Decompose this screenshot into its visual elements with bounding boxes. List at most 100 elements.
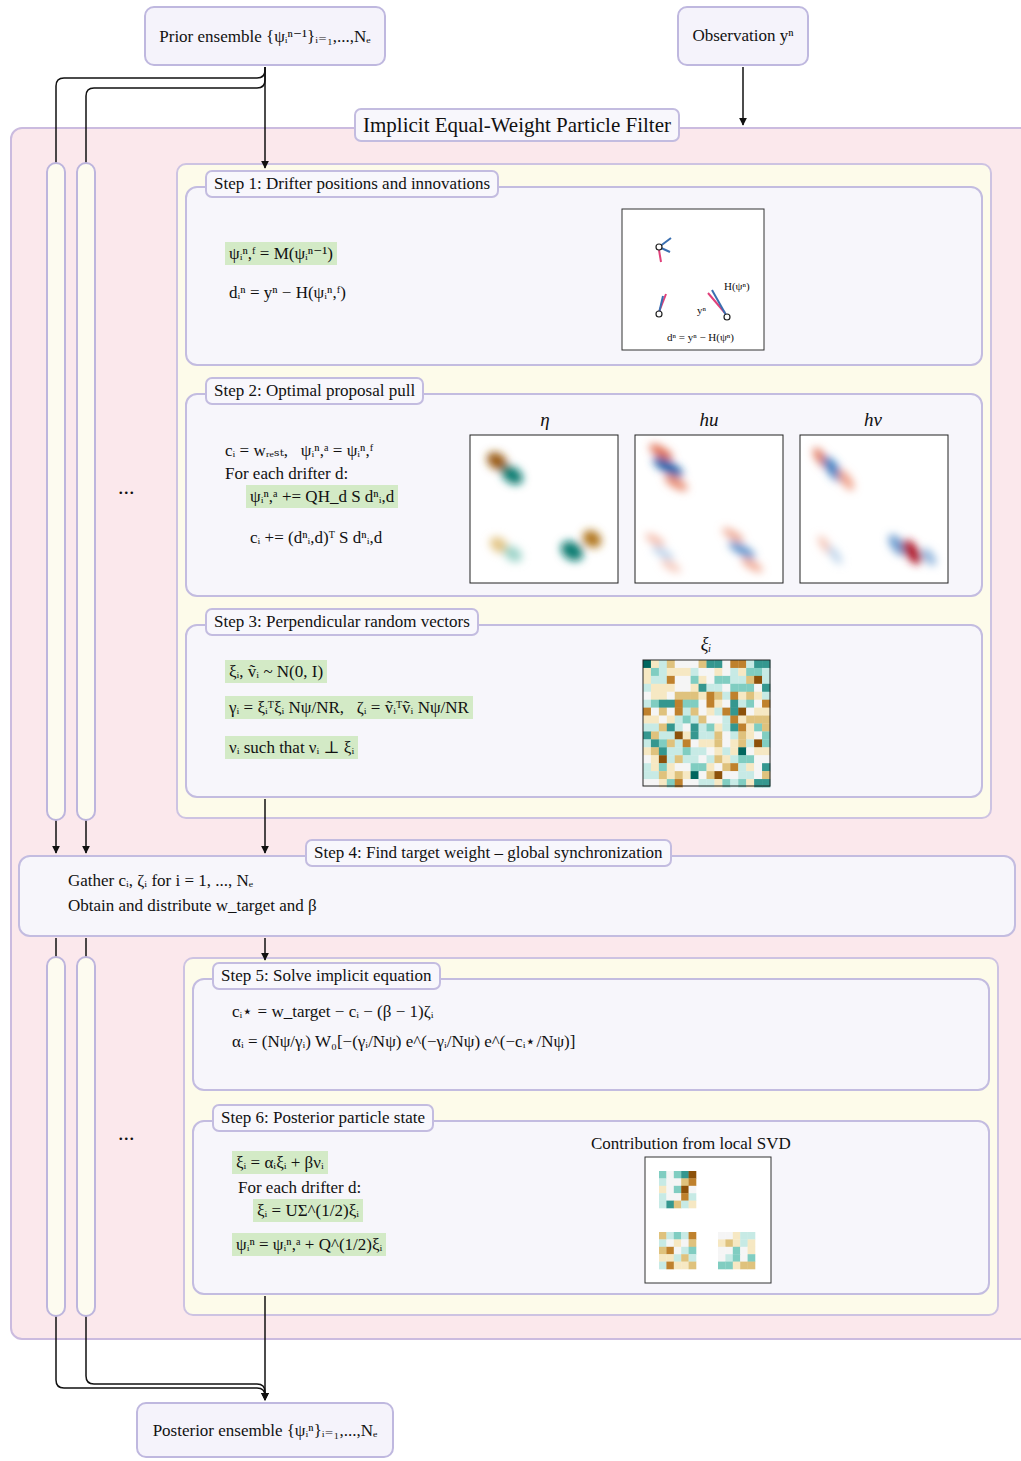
node-text: ψᵢⁿ,ᶠ = M(ψᵢⁿ⁻¹)	[225, 242, 337, 265]
field-cell	[725, 1239, 733, 1247]
field-cell	[659, 716, 667, 724]
field-cell	[643, 739, 651, 747]
field-cell	[738, 660, 746, 668]
field-cell	[714, 660, 722, 668]
field-cell	[651, 747, 659, 755]
field-cell	[659, 1232, 667, 1240]
field-cell	[651, 779, 659, 787]
panel-title: η	[540, 409, 549, 430]
field-cell	[699, 731, 707, 739]
text-slot: ψᵢⁿ = ψᵢⁿ,ᵃ + Q^(1/2)ξᵢ	[232, 1234, 386, 1255]
field-cell	[674, 1262, 682, 1270]
observation-dot	[724, 314, 730, 320]
field-blob	[651, 544, 676, 563]
field-cell	[691, 771, 699, 779]
field-cell	[725, 1232, 733, 1240]
field-cell	[746, 676, 754, 684]
field-cell	[699, 708, 707, 716]
node-text: ξᵢ = αᵢξᵢ + βνᵢ	[232, 1151, 328, 1174]
node-title: Step 4: Find target weight – global sync…	[314, 843, 663, 862]
field-cell	[714, 708, 722, 716]
field-cell	[681, 1201, 689, 1209]
field-cell	[683, 660, 691, 668]
field-cell	[746, 779, 754, 787]
hu-heatmap	[635, 435, 783, 583]
field-cell	[691, 692, 699, 700]
heading-tab: Step 4: Find target weight – global sync…	[305, 839, 672, 867]
field-blob	[498, 462, 527, 489]
field-cell	[748, 1262, 756, 1270]
eta-heatmap	[470, 435, 618, 583]
field-blob	[825, 544, 844, 567]
heatmap-frame	[470, 435, 618, 583]
field-cell	[738, 692, 746, 700]
field-cell	[659, 1262, 667, 1270]
field-cell	[667, 724, 675, 732]
field-cell	[754, 700, 762, 708]
field-cell	[722, 676, 730, 684]
field-cell	[683, 676, 691, 684]
step-box: Step 2: Optimal proposal pullcᵢ = wᵣₑₛₜ,…	[185, 393, 983, 597]
field-cell	[659, 771, 667, 779]
field-blob	[919, 546, 939, 568]
innovation-line	[708, 293, 725, 313]
field-cell	[691, 684, 699, 692]
field-cell	[651, 692, 659, 700]
field-cell	[667, 731, 675, 739]
grid-frame	[645, 1157, 771, 1283]
field-cell	[699, 771, 707, 779]
field-cell	[714, 676, 722, 684]
field-blob	[740, 556, 765, 575]
field-blob	[650, 453, 685, 480]
node-text: For each drifter d:	[238, 1178, 361, 1197]
field-cell	[754, 747, 762, 755]
field-cell	[643, 763, 651, 771]
field-cell	[691, 668, 699, 676]
field-cell	[718, 1239, 726, 1247]
field-cell	[707, 779, 715, 787]
field-cell	[643, 708, 651, 716]
ensemble-box: Posterior ensemble {ψᵢⁿ}ᵢ₌₁,...,Nₑ	[136, 1402, 394, 1458]
field-cell	[699, 739, 707, 747]
field-cell	[674, 1171, 682, 1179]
field-cell	[754, 708, 762, 716]
node-text: cᵢ += (dⁿᵢ,d)ᵀ S dⁿᵢ,d	[250, 528, 382, 547]
field-cell	[722, 668, 730, 676]
text-slot: ξᵢ = αᵢξᵢ + βνᵢ	[232, 1152, 328, 1173]
field-cell	[674, 1247, 682, 1255]
step-box: Step 1: Drifter positions and innovation…	[185, 186, 983, 366]
field-cell	[707, 660, 715, 668]
node-title: Implicit Equal-Weight Particle Filter	[363, 113, 671, 137]
field-cell	[738, 716, 746, 724]
field-cell	[707, 755, 715, 763]
step-box: Step 5: Solve implicit equationcᵢ⋆ = w_t…	[192, 978, 990, 1091]
text-slot: Gather cᵢ, ζᵢ for i = 1, ..., Nₑ	[68, 870, 253, 891]
field-cell	[681, 1178, 689, 1186]
hv-heatmap	[800, 435, 948, 583]
node-title: Step 2: Optimal proposal pull	[214, 381, 415, 400]
field-cell	[689, 1171, 697, 1179]
field-cell	[762, 684, 770, 692]
field-cell	[667, 708, 675, 716]
field-cell	[643, 716, 651, 724]
field-blob	[819, 453, 846, 484]
observation-dot	[656, 244, 662, 250]
field-cell	[667, 739, 675, 747]
field-cell	[666, 1254, 674, 1262]
field-cell	[659, 724, 667, 732]
field-cell	[699, 747, 707, 755]
field-blob	[662, 472, 690, 494]
field-cell	[738, 739, 746, 747]
field-cell	[738, 700, 746, 708]
sync-band: Step 4: Find target weight – global sync…	[18, 855, 1016, 937]
particle-lanes	[47, 163, 95, 1316]
field-cell	[722, 771, 730, 779]
field-cell	[762, 731, 770, 739]
text-slot: ψᵢⁿ,ᵃ += QH_d S dⁿᵢ,d	[246, 486, 398, 507]
field-cell	[659, 1254, 667, 1262]
field-cell	[740, 1254, 748, 1262]
field-cell	[714, 771, 722, 779]
field-cell	[683, 708, 691, 716]
field-cell	[683, 724, 691, 732]
field-cell	[674, 1186, 682, 1194]
